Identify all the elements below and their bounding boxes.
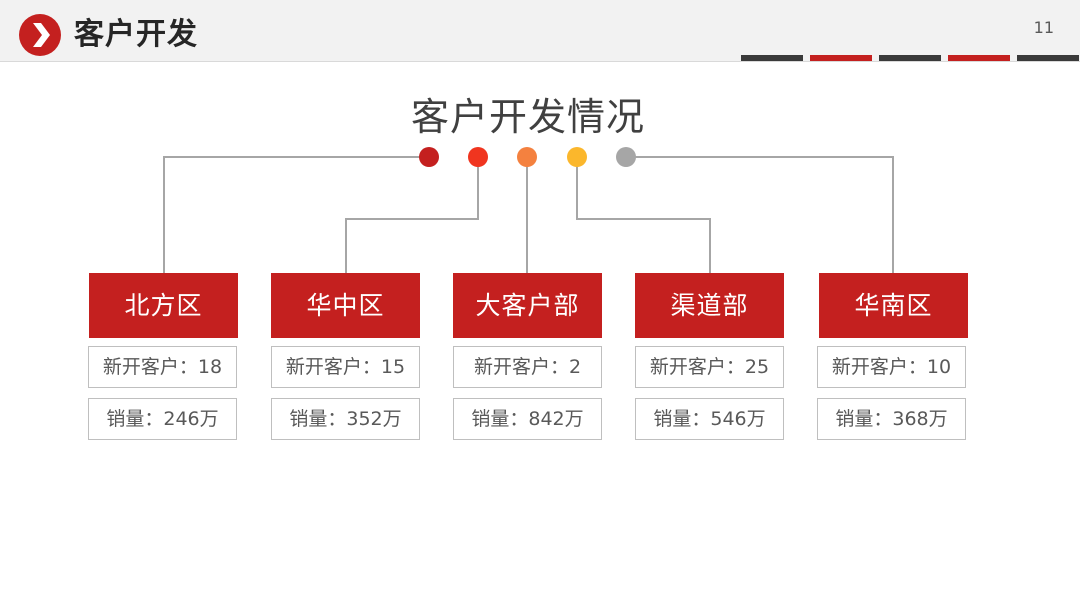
new-customers-channel: 新开客户：25 [635,346,784,388]
region-box-key-accounts: 大客户部 [453,273,602,338]
new-customers-key-accounts: 新开客户：2 [453,346,602,388]
region-box-channel: 渠道部 [635,273,784,338]
diagram-title: 客户开发情况 [410,95,645,139]
accent-bar-5 [1017,55,1079,61]
connector-line-4 [576,157,711,273]
sales-key-accounts: 销量：842万 [453,398,602,440]
chevron-right-icon [19,14,61,56]
region-box-north: 北方区 [89,273,238,338]
accent-bar-3 [879,55,941,61]
node-dot-3 [517,147,537,167]
node-dot-2 [468,147,488,167]
new-customers-south: 新开客户：10 [817,346,966,388]
accent-bar-4 [948,55,1010,61]
connector-line-2 [345,157,479,273]
region-box-central: 华中区 [271,273,420,338]
sales-channel: 销量：546万 [635,398,784,440]
node-dot-4 [567,147,587,167]
connector-line-1 [163,156,429,273]
new-customers-north: 新开客户：18 [88,346,237,388]
header-title: 客户开发 [74,17,198,52]
node-dot-1 [419,147,439,167]
connector-line-5 [626,156,894,273]
sales-central: 销量：352万 [271,398,420,440]
header-bar: 客户开发 11 [0,0,1080,62]
sales-north: 销量：246万 [88,398,237,440]
region-box-south: 华南区 [819,273,968,338]
page-number: 11 [1033,18,1054,37]
accent-bar-2 [810,55,872,61]
accent-bar-1 [741,55,803,61]
sales-south: 销量：368万 [817,398,966,440]
new-customers-central: 新开客户：15 [271,346,420,388]
node-dot-5 [616,147,636,167]
